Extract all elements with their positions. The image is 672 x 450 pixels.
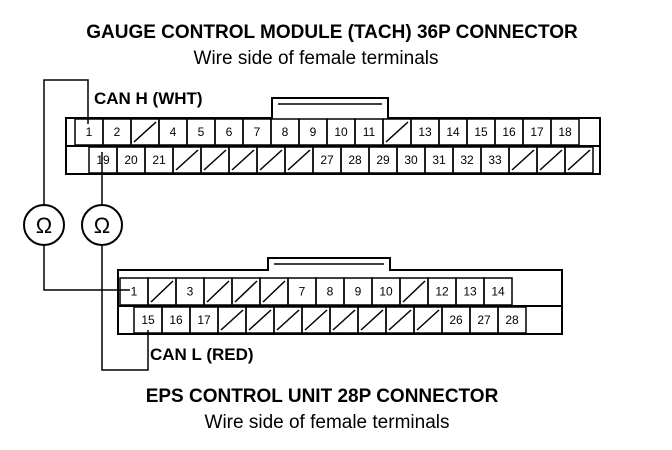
- ohm-meter-right-body: [81, 204, 123, 246]
- terminal-number: 7: [299, 285, 306, 299]
- terminal-number: 9: [355, 285, 362, 299]
- unused-terminal-slash: [220, 309, 244, 331]
- eps-connector: [117, 257, 563, 335]
- terminal-number: 17: [197, 313, 211, 327]
- terminal-number: 13: [418, 125, 432, 139]
- unused-terminal-slash: [234, 280, 258, 303]
- ohm-meter-left-body: [23, 204, 65, 246]
- terminal-number: 13: [463, 285, 477, 299]
- terminal-number: 32: [460, 153, 474, 167]
- unused-terminal-slash: [203, 149, 227, 171]
- unused-terminal-slash: [360, 309, 384, 331]
- unused-terminal-slash: [539, 149, 563, 171]
- unused-terminal-slash: [287, 149, 311, 171]
- can-l-meter-return: [101, 245, 149, 371]
- unused-terminal-slash: [276, 309, 300, 331]
- unused-terminal-slash: [402, 280, 426, 303]
- terminal-number: 31: [432, 153, 446, 167]
- terminal-number: 16: [169, 313, 183, 327]
- ohm-symbol: Ω: [36, 213, 52, 238]
- terminal-number: 9: [310, 125, 317, 139]
- unused-terminal-slash: [259, 149, 283, 171]
- unused-terminal-slash: [332, 309, 356, 331]
- unused-terminal-slash: [385, 121, 409, 143]
- terminal-number: 28: [505, 313, 519, 327]
- terminal-number: 8: [327, 285, 334, 299]
- unused-terminal-slash: [416, 309, 440, 331]
- terminal-number: 15: [141, 313, 155, 327]
- gauge-connector-outline: [65, 97, 601, 175]
- terminal-number: 17: [530, 125, 544, 139]
- unused-terminal-slash: [133, 121, 157, 143]
- ohm-symbol: Ω: [94, 213, 110, 238]
- terminal-number: 27: [477, 313, 491, 327]
- terminal-number: 18: [558, 125, 572, 139]
- gauge-connector-title: GAUGE CONTROL MODULE (TACH) 36P CONNECTO…: [86, 22, 578, 43]
- unused-terminal-slash: [511, 149, 535, 171]
- terminal-number: 6: [226, 125, 233, 139]
- terminal-number: 11: [363, 125, 376, 139]
- gauge-connector: [65, 97, 601, 175]
- eps-connector-subtitle: Wire side of female terminals: [205, 412, 450, 433]
- unused-terminal-slash: [388, 309, 412, 331]
- terminal-number: 12: [435, 285, 449, 299]
- eps-connector-title: EPS CONTROL UNIT 28P CONNECTOR: [146, 386, 499, 407]
- terminal-number: 8: [282, 125, 289, 139]
- terminal-number: 20: [124, 153, 138, 167]
- unused-terminal-slash: [175, 149, 199, 171]
- terminal-number: 14: [491, 285, 505, 299]
- terminal-number: 26: [449, 313, 463, 327]
- unused-terminal-slash: [248, 309, 272, 331]
- gauge-connector-cells: 1 2 4 5 6 7 8 9 10 11 13 14 15 16 17 18 19 20 21 27 28 29 30 31…: [74, 118, 594, 174]
- terminal-number: 10: [379, 285, 393, 299]
- terminal-number: 2: [114, 125, 121, 139]
- eps-connector-outline: [117, 257, 563, 335]
- unused-terminal-slash: [150, 280, 174, 303]
- terminal-cavity: [497, 306, 527, 334]
- terminal-number: 3: [187, 285, 194, 299]
- terminal-number: 16: [502, 125, 516, 139]
- terminal-number: 29: [376, 153, 390, 167]
- terminal-cavity: [564, 146, 594, 174]
- terminal-number: 19: [96, 153, 110, 167]
- terminal-number: 5: [198, 125, 205, 139]
- terminal-number: 15: [474, 125, 488, 139]
- gauge-connector-subtitle: Wire side of female terminals: [194, 48, 439, 69]
- can-h-wire-label: CAN H (WHT): [94, 89, 203, 108]
- terminal-number: 27: [320, 153, 334, 167]
- terminal-number: 28: [348, 153, 362, 167]
- terminal-number: 10: [334, 125, 348, 139]
- unused-terminal-slash: [262, 280, 286, 303]
- ohm-meter-right: Ω: [81, 204, 123, 246]
- terminal-number: 21: [152, 153, 166, 167]
- terminal-cavity: [483, 277, 513, 306]
- terminal-cavity: [550, 118, 580, 146]
- terminal-number: 1: [86, 125, 93, 139]
- can-l-wire-label: CAN L (RED): [150, 345, 254, 364]
- ohm-meter-left: Ω: [23, 204, 65, 246]
- terminal-number: 30: [404, 153, 418, 167]
- unused-terminal-slash: [206, 280, 230, 303]
- terminal-number: 14: [446, 125, 460, 139]
- terminal-number: 4: [170, 125, 177, 139]
- terminal-number: 1: [131, 285, 138, 299]
- probe-wires: [43, 79, 149, 371]
- terminal-number: 33: [488, 153, 502, 167]
- terminal-number: 7: [254, 125, 261, 139]
- can-h-probe-wire: [43, 79, 89, 205]
- unused-terminal-slash: [567, 149, 591, 171]
- unused-terminal-slash: [231, 149, 255, 171]
- unused-terminal-slash: [304, 309, 328, 331]
